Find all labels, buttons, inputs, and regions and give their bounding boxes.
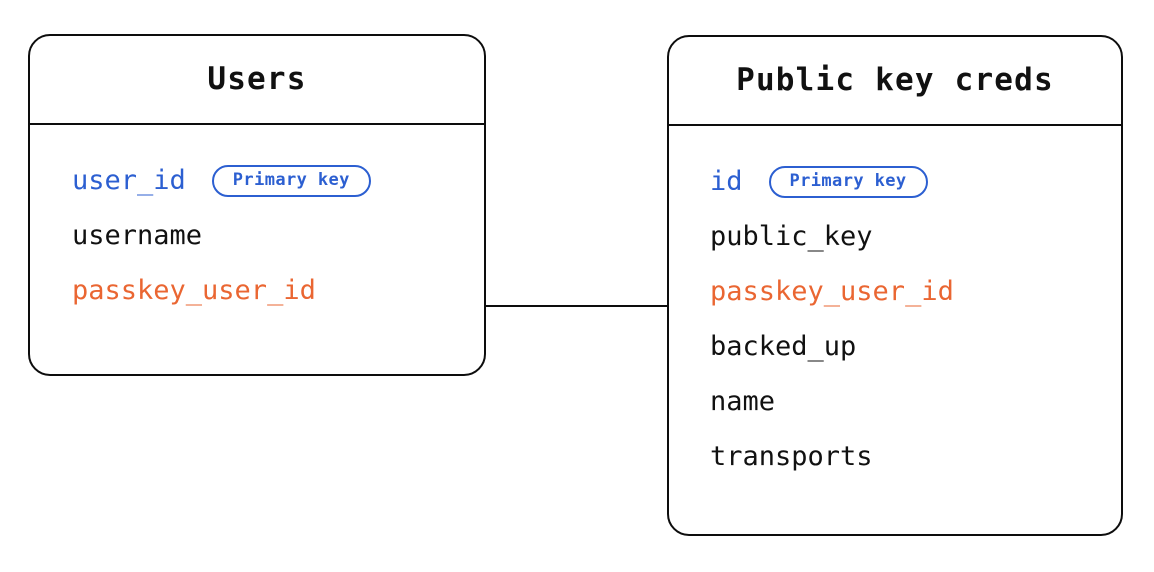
- field-name-passkey-user-id: passkey_user_id: [710, 276, 954, 307]
- relationship-connector-line[interactable]: [485, 305, 668, 308]
- entity-public-key-creds[interactable]: Public key creds id Primary key public_k…: [667, 35, 1123, 536]
- field-name-user-id: user_id: [72, 165, 186, 196]
- field-name-username: username: [72, 220, 203, 251]
- entity-public-key-creds-field-list: id Primary key public_key passkey_user_i…: [669, 126, 1121, 484]
- field-row-passkey-user-id[interactable]: passkey_user_id: [669, 264, 1121, 319]
- field-row-user-id[interactable]: user_id Primary key: [30, 153, 484, 208]
- field-name-transports: transports: [710, 441, 873, 472]
- field-name-public-key: public_key: [710, 221, 873, 252]
- field-name-id: id: [710, 166, 743, 197]
- field-row-public-key[interactable]: public_key: [669, 209, 1121, 264]
- field-row-id[interactable]: id Primary key: [669, 154, 1121, 209]
- field-name-backed-up: backed_up: [710, 331, 857, 362]
- entity-users-header: Users: [30, 36, 484, 125]
- primary-key-badge: Primary key: [211, 164, 371, 197]
- primary-key-badge: Primary key: [768, 165, 928, 198]
- field-name-name: name: [710, 386, 776, 417]
- field-row-transports[interactable]: transports: [669, 429, 1121, 484]
- primary-key-badge-label: Primary key: [232, 170, 350, 190]
- entity-users[interactable]: Users user_id Primary key username passk…: [28, 34, 486, 376]
- field-row-name[interactable]: name: [669, 374, 1121, 429]
- field-row-backed-up[interactable]: backed_up: [669, 319, 1121, 374]
- entity-users-field-list: user_id Primary key username passkey_use…: [30, 125, 484, 318]
- entity-public-key-creds-header: Public key creds: [669, 37, 1121, 126]
- primary-key-badge-label: Primary key: [789, 171, 907, 191]
- field-row-username[interactable]: username: [30, 208, 484, 263]
- entity-public-key-creds-title: Public key creds: [736, 62, 1054, 98]
- field-row-passkey-user-id[interactable]: passkey_user_id: [30, 263, 484, 318]
- entity-users-title: Users: [207, 61, 307, 97]
- field-name-passkey-user-id: passkey_user_id: [72, 275, 316, 306]
